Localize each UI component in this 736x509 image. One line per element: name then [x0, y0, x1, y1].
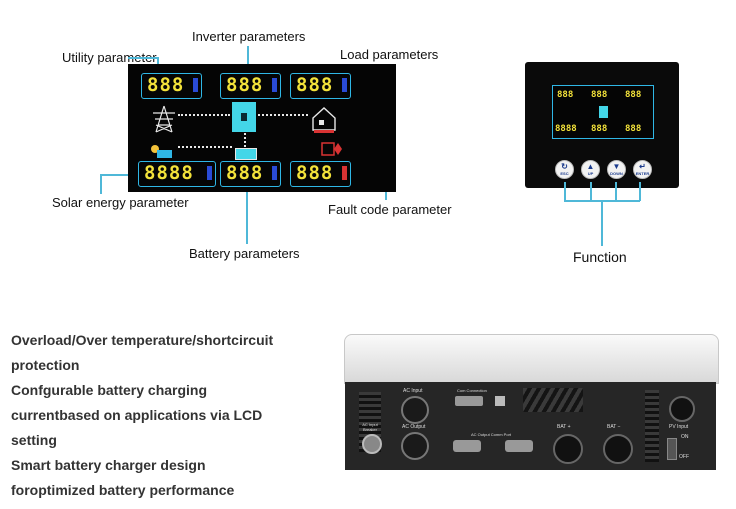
down-label: DOWN [610, 171, 623, 176]
serial-port-1[interactable] [453, 440, 481, 452]
up-icon: ▲ [586, 162, 595, 171]
solar-segment-display: 8888 [138, 161, 216, 187]
label-function: Function [573, 249, 627, 265]
vent-center [523, 388, 583, 412]
power-off-label: OFF [679, 454, 689, 460]
feature-line-2: protection [11, 357, 80, 373]
ac-output-comm-port-label: AC Output Comm Port [471, 432, 512, 437]
utility-digits: 888 [147, 74, 185, 96]
callout-line-solar-v [100, 174, 102, 194]
utility-segment-display: 888 [141, 73, 202, 99]
flow-line-utility-inverter [178, 114, 230, 116]
ac-input-breaker-label: AC Input Breaker [362, 422, 378, 432]
callout-line-battery [246, 188, 248, 244]
lcd-display: 888 888 888 8888 888 888 [128, 64, 396, 192]
feature-line-7: foroptimized battery performance [11, 482, 235, 498]
feature-line-1: Overload/Over temperature/shortcircuit [11, 332, 274, 348]
label-battery-parameters: Battery parameters [189, 246, 300, 261]
feature-line-6: Smart battery charger design [11, 457, 206, 473]
esc-icon: ↻ [561, 162, 568, 171]
function-bracket-m1 [590, 182, 592, 201]
vent-right [645, 390, 659, 462]
mini-lcd: 888 888 888 8888 888 888 [552, 85, 654, 139]
callout-line-inverter [247, 46, 249, 70]
usb-port[interactable] [495, 396, 505, 406]
enter-button[interactable]: ↵ ENTER [633, 160, 652, 179]
label-fault-code-parameter: Fault code parameter [328, 202, 452, 217]
up-label: UP [587, 171, 594, 176]
function-bracket-stem [601, 200, 603, 246]
label-inverter-parameters: Inverter parameters [192, 29, 306, 44]
callout-line-utility [128, 57, 158, 59]
feature-line-5: setting [11, 432, 57, 448]
label-load-parameters: Load parameters [340, 47, 439, 62]
power-pylon-icon [153, 105, 175, 133]
com-connection-port[interactable] [455, 396, 483, 406]
bat-plus-terminal[interactable] [553, 434, 583, 464]
fault-digits: 888 [296, 162, 334, 184]
mini-inverter-icon [599, 106, 608, 118]
mini-digit-top-2: 888 [591, 90, 608, 100]
mini-digit-bottom-1: 8888 [555, 124, 577, 134]
feature-line-3: Confgurable battery charging [11, 382, 208, 398]
label-utility-parameter: Utility parameter [62, 50, 157, 65]
mini-digit-top-1: 888 [557, 90, 574, 100]
flow-line-inverter-load [258, 114, 308, 116]
label-solar-energy-parameter: Solar energy parameter [52, 195, 189, 210]
function-bracket-r [639, 182, 641, 201]
mini-digit-bottom-3: 888 [625, 124, 642, 134]
ac-output-port[interactable] [401, 432, 429, 460]
down-icon: ▼ [612, 162, 621, 171]
bat-minus-terminal[interactable] [603, 434, 633, 464]
bat-plus-label: BAT + [557, 424, 571, 430]
feature-line-4: currentbased on applications via LCD [11, 407, 263, 423]
battery-icon [235, 148, 257, 160]
solar-panel-icon [151, 145, 172, 158]
up-button[interactable]: ▲ UP [581, 160, 600, 179]
battery-segment-display: 888 [220, 161, 281, 187]
inverter-top-cover [344, 334, 719, 384]
enter-label: ENTER [635, 171, 650, 176]
function-bracket-m2 [615, 182, 617, 201]
bat-minus-label: BAT − [607, 424, 621, 430]
inverter-bottom-view: AC Input Breaker AC Input AC Output Com … [344, 334, 719, 470]
esc-label: ESC [560, 171, 569, 176]
ac-input-label: AC Input [403, 388, 423, 394]
ac-output-label: AC Output [402, 424, 426, 430]
down-button[interactable]: ▼ DOWN [607, 160, 626, 179]
flow-line-inverter-battery [244, 133, 246, 147]
pv-input-label: PV Input [669, 424, 689, 430]
pv-input-port[interactable] [669, 396, 695, 422]
inverter-segment-display: 888 [220, 73, 281, 99]
function-bracket-l [564, 182, 566, 201]
mini-digit-bottom-2: 888 [591, 124, 608, 134]
fault-segment-display: 888 [290, 161, 351, 187]
control-panel: 888 888 888 8888 888 888 ↻ ESC ▲ UP ▼ DO… [525, 62, 679, 188]
esc-button[interactable]: ↻ ESC [555, 160, 574, 179]
load-digits: 888 [296, 74, 334, 96]
inverter-digits: 888 [226, 74, 264, 96]
ac-input-port[interactable] [401, 396, 429, 424]
house-load-icon [312, 107, 336, 133]
mini-digit-top-3: 888 [625, 90, 642, 100]
enter-icon: ↵ [639, 162, 646, 171]
warning-indicator-icon [321, 142, 342, 156]
power-on-label: ON [681, 434, 689, 440]
battery-digits: 888 [226, 162, 264, 184]
flow-line-solar-inverter [178, 146, 232, 148]
power-switch[interactable] [667, 438, 677, 460]
ac-input-breaker-button[interactable] [362, 434, 382, 454]
com-connection-label: Com Connection [457, 388, 487, 393]
inverter-base: AC Input Breaker AC Input AC Output Com … [345, 382, 716, 470]
load-segment-display: 888 [290, 73, 351, 99]
inverter-icon [232, 102, 256, 132]
serial-port-2[interactable] [505, 440, 533, 452]
callout-line-solar [100, 174, 136, 176]
solar-digits: 8888 [144, 162, 194, 184]
